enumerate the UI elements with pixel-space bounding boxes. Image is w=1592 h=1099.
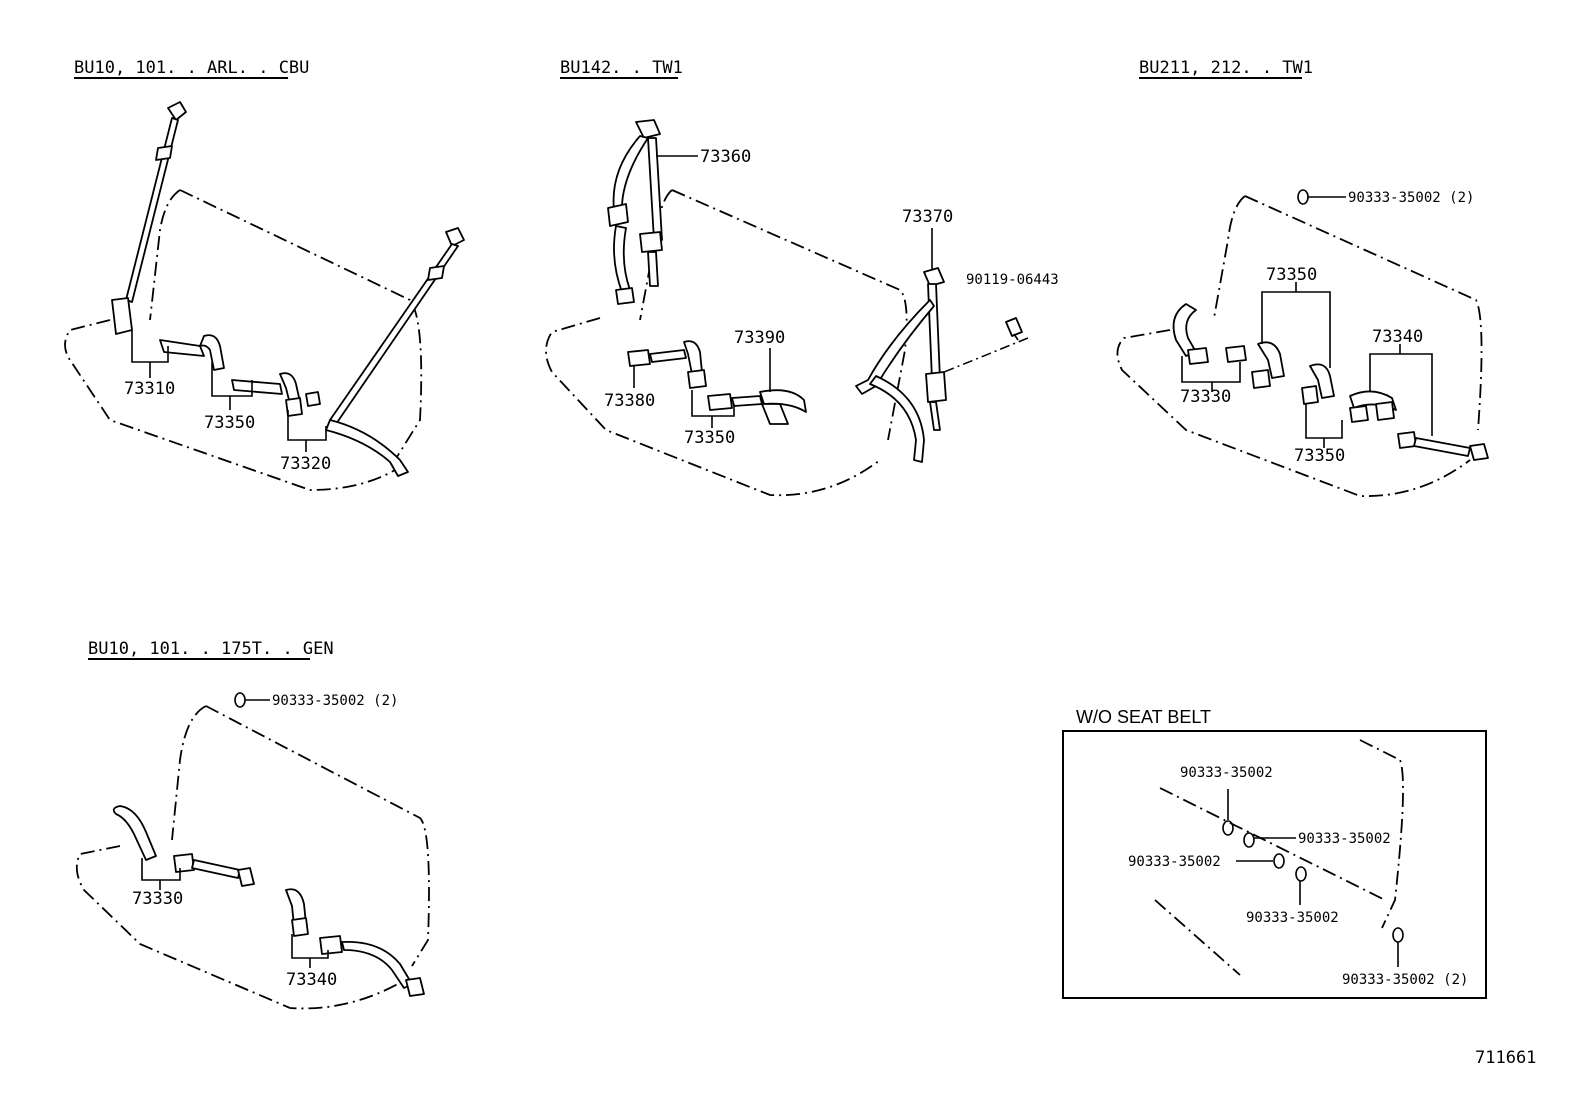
part-90333-35002-c: 90333-35002 (1128, 854, 1221, 870)
clip-icon (1392, 927, 1404, 943)
part-73370: 73370 (902, 207, 953, 227)
inset-frame (1062, 730, 1487, 999)
part-90333-35002-2: 90333-35002 (2) (1342, 972, 1468, 988)
part-90333-35002-2: 90333-35002 (2) (272, 693, 398, 709)
seat-outline (1154, 739, 1404, 976)
part-73350: 73350 (684, 428, 735, 448)
group-bu10-175t-gen: BU10, 101. . 175T. . GEN 90333-35002 (2)… (75, 639, 430, 1010)
group-bu10-arl-cbu: BU10, 101. . ARL. . CBU (64, 58, 465, 491)
shoulder-belt-right (325, 227, 465, 477)
part-73380: 73380 (604, 391, 655, 411)
rear-seat-outline (545, 189, 908, 497)
clip-icon (1297, 189, 1309, 205)
rear-seat-outline (64, 189, 423, 491)
part-73310: 73310 (124, 379, 175, 399)
part-73330: 73330 (1180, 387, 1231, 407)
part-73350-upper: 73350 (1266, 265, 1317, 285)
part-73330: 73330 (132, 889, 183, 909)
clip-icon (1295, 866, 1307, 882)
part-90333-35002-b: 90333-35002 (1298, 831, 1391, 847)
part-73340: 73340 (286, 970, 337, 990)
bolt-90119-06443 (1005, 317, 1023, 341)
group-without-seat-belt: W/O SEAT BELT 90333-35002 90333-35002 90… (1062, 707, 1487, 999)
group-title-4: BU10, 101. . 175T. . GEN (88, 639, 334, 659)
part-73340: 73340 (1372, 327, 1423, 347)
buckle-73380 (627, 340, 707, 389)
part-90119-06443: 90119-06443 (966, 272, 1059, 288)
group-title-2: BU142. . TW1 (560, 58, 683, 78)
group-bu211-tw1: BU211, 212. . TW1 90333-35002 (2) 73 (1116, 58, 1489, 497)
part-73320: 73320 (280, 454, 331, 474)
retractor-73370 (855, 267, 947, 463)
part-90333-35002-2: 90333-35002 (2) (1348, 190, 1474, 206)
buckle-73390 (759, 389, 807, 425)
belt-hardware (1172, 303, 1489, 461)
belt-hardware (112, 805, 425, 997)
clip-icon (1222, 820, 1234, 836)
group-title-3: BU211, 212. . TW1 (1139, 58, 1313, 78)
part-73390: 73390 (734, 328, 785, 348)
part-73350: 73350 (204, 413, 255, 433)
rear-seat-outline (75, 705, 430, 1010)
group-title-1: BU10, 101. . ARL. . CBU (74, 58, 309, 78)
clip-icon (234, 692, 246, 708)
shoulder-belt-left (111, 101, 187, 335)
part-73360: 73360 (700, 147, 751, 167)
clip-icon (1273, 853, 1285, 869)
part-90333-35002-d: 90333-35002 (1246, 910, 1339, 926)
part-90333-35002-a: 90333-35002 (1180, 765, 1273, 781)
clip-icon (1243, 832, 1255, 848)
part-73350-lower: 73350 (1294, 446, 1345, 466)
rear-seat-outline (1116, 195, 1483, 497)
figure-number: 711661 (1475, 1048, 1536, 1068)
shoulder-belt-73360 (607, 119, 663, 305)
group-bu142-tw1: BU142. . TW1 73360 73370 (545, 58, 1059, 497)
buckle-pair-73350 (707, 393, 763, 411)
buckle-set (159, 334, 321, 417)
box-title: W/O SEAT BELT (1076, 707, 1211, 727)
